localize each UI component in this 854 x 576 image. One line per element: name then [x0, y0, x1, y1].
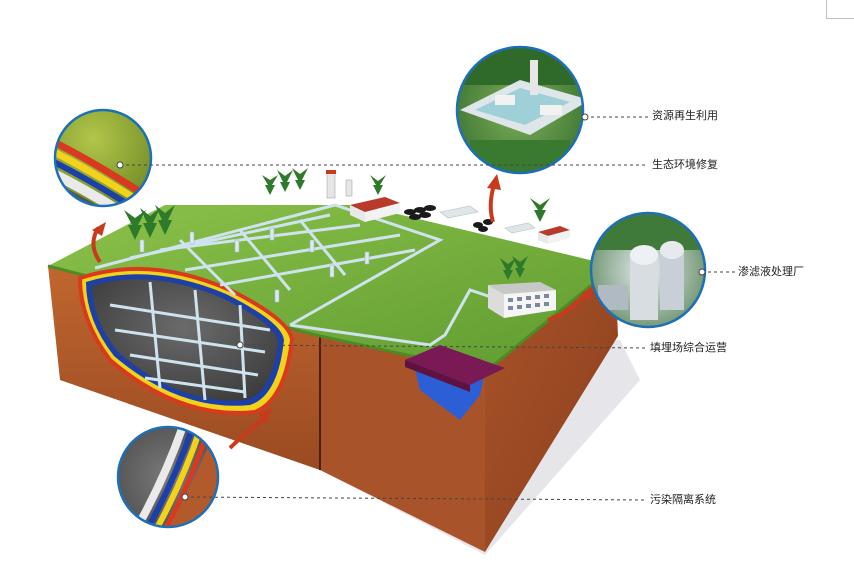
black-tanks: [404, 205, 493, 232]
callout-recycling-plant: [455, 45, 585, 175]
surface-pipe-network: [94, 203, 501, 347]
label-ecological-restoration: 生态环境修复: [652, 158, 718, 171]
label-landfill-operation: 填埋场综合运营: [650, 341, 727, 354]
chimney-icon: [326, 170, 353, 199]
tree-icon: [124, 168, 550, 280]
leader-lines: [120, 116, 735, 501]
label-leachate-plant: 渗滤液处理厂: [738, 265, 804, 278]
corner-mark: [826, 0, 854, 19]
leader-dots: [116, 113, 706, 501]
storage-tank-icon: [405, 345, 505, 420]
callout-liner-bottom: [116, 425, 220, 529]
label-resource-recycling: 资源再生利用: [652, 109, 718, 122]
vent-pipes: [139, 227, 370, 303]
pools: [439, 205, 536, 234]
soil-right-face: [485, 266, 618, 552]
callout-leachate-plant: [589, 211, 707, 329]
building-icon: [350, 197, 570, 318]
arrow-heads: [92, 174, 594, 424]
label-pollution-isolation: 污染隔离系统: [650, 493, 716, 506]
